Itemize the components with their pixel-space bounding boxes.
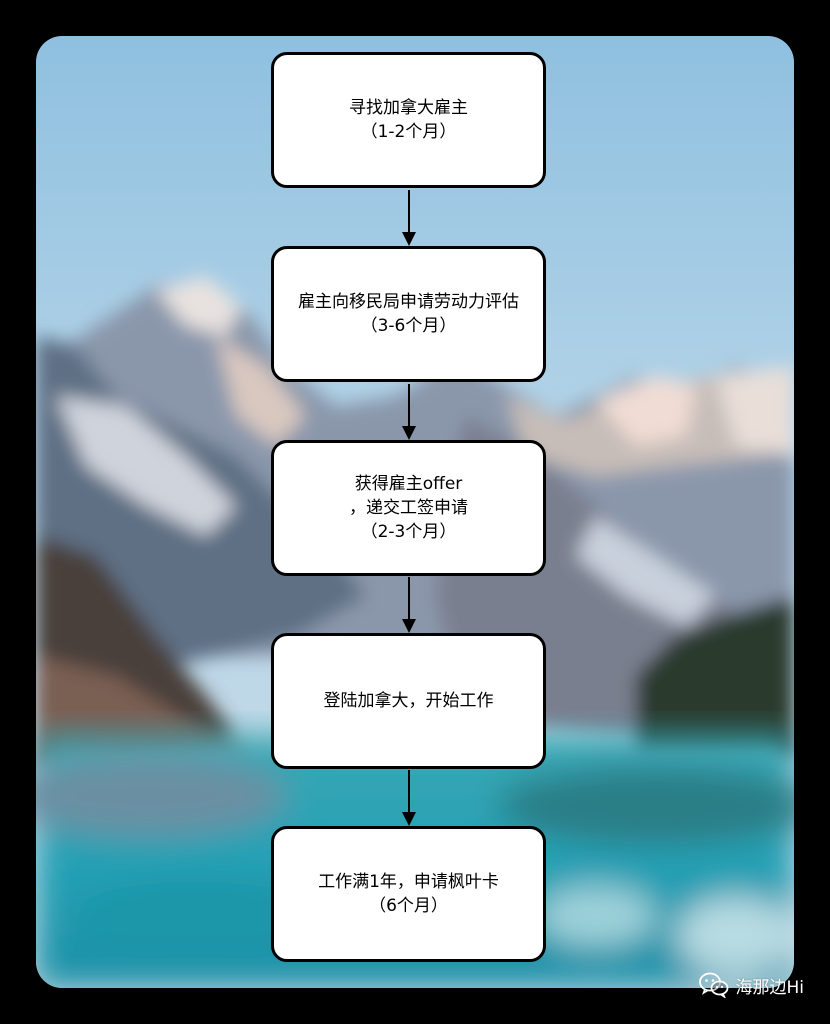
watermark: 海那边Hi — [699, 972, 804, 998]
step-box-offer-work-permit: 获得雇主offer ，递交工签申请 （2-3个月） — [271, 440, 546, 576]
watermark-text: 海那边Hi — [735, 977, 804, 998]
step-4-title: 登陆加拿大，开始工作 — [323, 691, 494, 711]
step-3-duration: （2-3个月） — [360, 522, 457, 542]
step-box-permanent-residence: 工作满1年，申请枫叶卡 （6个月） — [271, 826, 546, 962]
step-3-title: 获得雇主offer — [354, 474, 463, 494]
step-5-duration: （6个月） — [369, 896, 448, 916]
step-box-find-employer: 寻找加拿大雇主 （1-2个月） — [271, 52, 546, 188]
wechat-icon — [699, 972, 729, 998]
step-2-duration: （3-6个月） — [360, 316, 457, 336]
step-box-lmia: 雇主向移民局申请劳动力评估 （3-6个月） — [271, 246, 546, 382]
step-5-title: 工作满1年，申请枫叶卡 — [318, 872, 499, 892]
step-box-land-and-work: 登陆加拿大，开始工作 — [271, 633, 546, 769]
step-3-subtitle: ，递交工签申请 — [349, 498, 468, 518]
step-1-title: 寻找加拿大雇主 — [349, 98, 468, 118]
step-2-title: 雇主向移民局申请劳动力评估 — [298, 292, 519, 312]
step-1-duration: （1-2个月） — [360, 122, 457, 142]
